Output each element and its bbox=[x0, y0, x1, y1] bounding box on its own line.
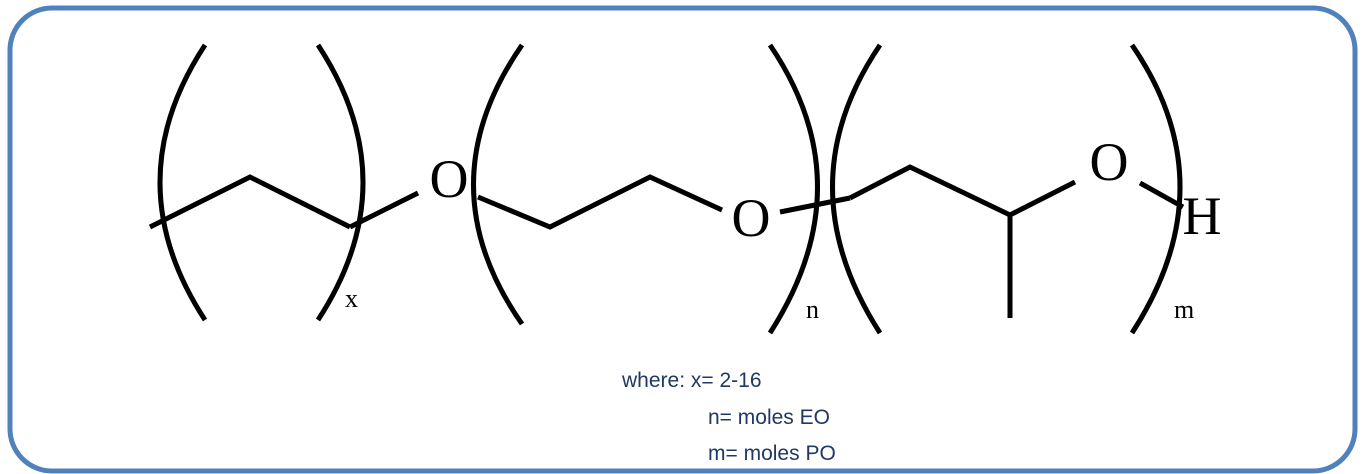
alkyl-chain-bonds bbox=[148, 174, 352, 230]
hydrogen-atom: H bbox=[1183, 186, 1222, 246]
right-paren-eo-unit bbox=[767, 43, 820, 335]
oxygen-atom-eo: O bbox=[732, 188, 771, 248]
left-paren-eo-unit bbox=[471, 43, 525, 326]
oxygen-atom-po: O bbox=[1090, 132, 1129, 192]
right-paren-po-unit bbox=[1129, 43, 1183, 335]
right-paren-x-unit bbox=[315, 43, 366, 322]
ethylene-oxide-bonds bbox=[477, 174, 724, 230]
subscript-x: x bbox=[345, 284, 358, 313]
bond-to-hydrogen bbox=[1138, 180, 1185, 210]
diagram-frame bbox=[7, 5, 1358, 474]
left-paren-x-unit bbox=[157, 43, 208, 322]
legend-line-n: n= moles EO bbox=[708, 406, 830, 429]
legend-line-x: where: x= 2-16 bbox=[621, 369, 762, 392]
left-paren-po-unit bbox=[830, 43, 883, 335]
legend-line-m: m= moles PO bbox=[708, 442, 836, 465]
propylene-oxide-bonds bbox=[848, 164, 1077, 218]
oxygen-atom-ether: O bbox=[430, 149, 469, 209]
subscript-n: n bbox=[806, 295, 819, 324]
subscript-m: m bbox=[1174, 295, 1194, 324]
